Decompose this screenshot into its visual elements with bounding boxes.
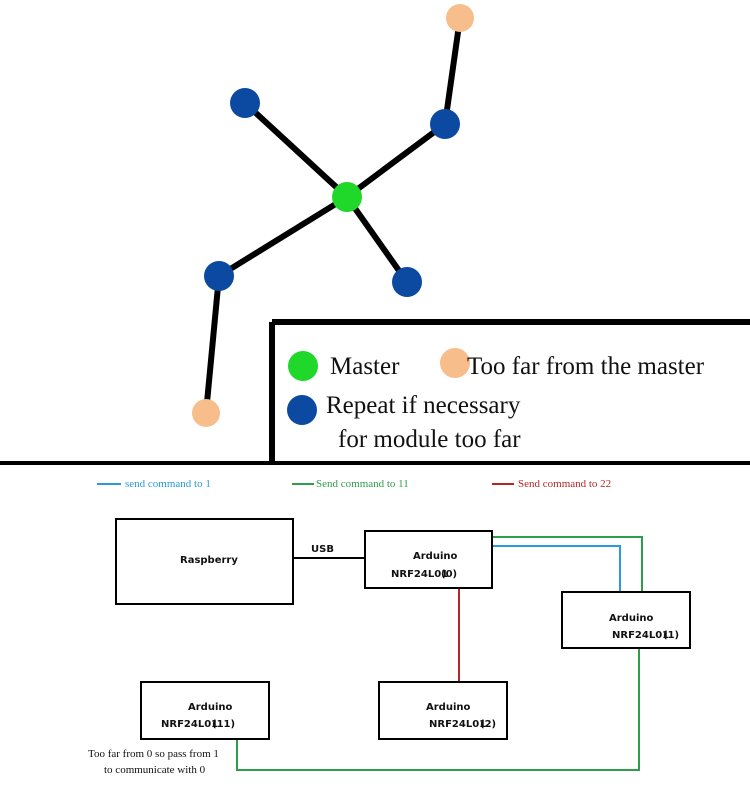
box-arduino-0: Arduino NRF24L01 (0) [364,530,493,589]
edge-master-bottomright [344,195,410,284]
link-legend: send command to 1 Send command to 11 Sen… [97,478,611,490]
raspberry-label: Raspberry [180,555,238,566]
edge-master-bottomleft [217,194,349,279]
far-node-bottom [192,399,220,427]
far-node-top [446,4,474,32]
arduino-2-module: NRF24L01 [429,719,486,730]
arduino-11-id: (11) [212,719,235,730]
legend-blue-label: send command to 1 [125,478,211,490]
box-arduino-1: Arduino NRF24L01 (1) [561,591,691,649]
arduino-2-id: (2) [480,719,496,730]
arduino-2-box [378,681,508,740]
arduino-1-id: (1) [663,630,679,641]
usb-label: USB [311,544,334,555]
legend-green-label: Send command to 11 [316,478,409,490]
edge-bottomleft-far [203,275,222,414]
legend-master-label: Master [330,353,400,380]
repeater-node-topright [430,109,460,139]
green-link-1-to-11 [236,648,640,771]
arduino-0-module: NRF24L01 [391,569,448,580]
repeater-node-bottomright [392,267,422,297]
arduino-1-module: NRF24L01 [612,630,669,641]
edge-master-topright [345,121,447,200]
top-legend: Master Too far from the master Repeat if… [269,319,750,463]
note-line2: to communicate with 0 [104,764,206,776]
arduino-0-id: (0) [441,569,457,580]
edge-master-topleft [242,100,350,200]
master-node [332,182,362,212]
box-arduino-11: Arduino NRF24L01 (11) [140,681,270,740]
repeater-node-bottomleft [204,261,234,291]
blue-link-0-to-1 [492,545,621,592]
box-raspberry: Raspberry [115,518,294,605]
arduino-1-box [561,591,691,649]
arduino-1-name: Arduino [609,613,653,624]
green-link-0-to-1 [492,536,643,592]
arduino-11-box [140,681,270,740]
connections: USB [236,536,643,771]
arduino-11-name: Arduino [188,702,232,713]
legend-repeat-line1: Repeat if necessary [326,392,521,419]
legend-far-dot [440,348,470,378]
relay-note: Too far from 0 so pass from 1 to communi… [88,748,219,776]
repeater-node-topleft [230,88,260,118]
arduino-0-box [364,530,493,589]
legend-red-label: Send command to 22 [518,478,611,490]
raspberry-box [115,518,294,605]
edge-topright-far [442,17,463,125]
legend-repeat-dot [287,395,317,425]
note-line1: Too far from 0 so pass from 1 [88,748,219,760]
legend-far-label: Too far from the master [467,353,705,380]
arduino-2-name: Arduino [426,702,470,713]
arduino-11-module: NRF24L01 [161,719,218,730]
arduino-0-name: Arduino [413,551,457,562]
star-topology [192,4,474,427]
legend-repeat-line2: for module too far [338,426,521,453]
legend-master-dot [288,351,318,381]
box-arduino-2: Arduino NRF24L01 (2) [378,681,508,740]
